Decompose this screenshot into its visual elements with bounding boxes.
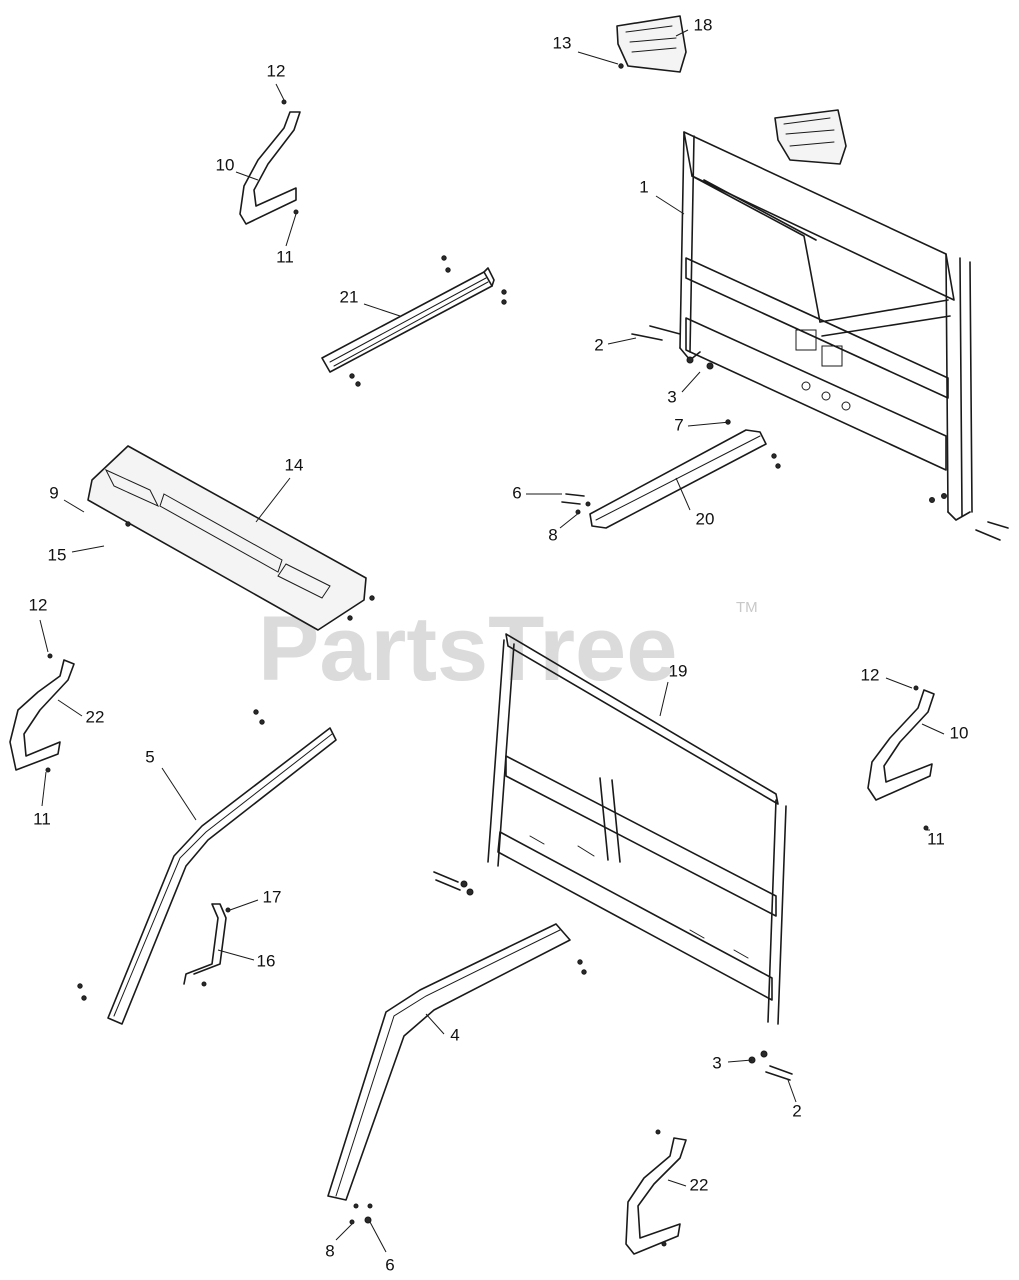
roof-panel-14[interactable] xyxy=(87,445,375,631)
callout-c1[interactable]: 1 xyxy=(639,177,648,196)
light-housing-18[interactable] xyxy=(616,15,847,165)
grab-handle-22-bottom[interactable] xyxy=(625,1129,687,1255)
callout-c12b[interactable]: 12 xyxy=(29,595,48,614)
grab-handle-10-right[interactable] xyxy=(867,685,935,831)
rear-frame-1[interactable] xyxy=(679,131,973,521)
callout-c4[interactable]: 4 xyxy=(450,1025,459,1044)
watermark-trademark: TM xyxy=(736,599,758,616)
callout-c10b[interactable]: 10 xyxy=(950,723,969,742)
leader-lines xyxy=(39,29,945,1253)
callout-c18[interactable]: 18 xyxy=(694,15,713,34)
tube-20[interactable] xyxy=(589,419,781,529)
callout-c22b[interactable]: 22 xyxy=(690,1175,709,1194)
bolts-front-left[interactable] xyxy=(433,871,474,896)
callout-c8b[interactable]: 8 xyxy=(325,1241,334,1260)
callout-c5[interactable]: 5 xyxy=(145,747,154,766)
bolts-6-8-lower[interactable] xyxy=(349,1203,373,1225)
callout-c2a[interactable]: 2 xyxy=(594,335,603,354)
bolt-2-upper[interactable] xyxy=(631,325,714,370)
callout-c16[interactable]: 16 xyxy=(257,951,276,970)
bar-5[interactable] xyxy=(77,709,337,1025)
callout-c3a[interactable]: 3 xyxy=(667,387,676,406)
callout-c8a[interactable]: 8 xyxy=(548,525,557,544)
callout-c6b[interactable]: 6 xyxy=(385,1255,394,1274)
callout-c11c[interactable]: 11 xyxy=(927,829,945,848)
callout-c11b[interactable]: 11 xyxy=(33,809,51,828)
callout-c6a[interactable]: 6 xyxy=(512,483,521,502)
bolt-2-lower[interactable] xyxy=(748,1050,793,1081)
bolts-right-bottom[interactable] xyxy=(929,493,1009,541)
callout-c22a[interactable]: 22 xyxy=(86,707,105,726)
callout-c7[interactable]: 7 xyxy=(674,415,683,434)
callout-c2b[interactable]: 2 xyxy=(792,1101,801,1120)
callout-c20[interactable]: 20 xyxy=(696,509,715,528)
callout-c15[interactable]: 15 xyxy=(48,545,67,564)
callout-c17[interactable]: 17 xyxy=(263,887,282,906)
callout-c9[interactable]: 9 xyxy=(49,483,58,502)
bolts-6-8-upper[interactable] xyxy=(561,493,591,515)
grab-handle-22-left[interactable] xyxy=(9,653,75,773)
front-frame-19[interactable] xyxy=(487,633,787,1025)
bar-4[interactable] xyxy=(327,923,587,1201)
bracket-16[interactable] xyxy=(183,903,231,987)
callout-c12a[interactable]: 12 xyxy=(267,61,286,80)
callout-c3b[interactable]: 3 xyxy=(712,1053,721,1072)
callout-c11a[interactable]: 11 xyxy=(276,247,294,266)
grab-handle-10-top[interactable] xyxy=(239,99,301,225)
crossbar-21[interactable] xyxy=(321,255,507,387)
callout-c19[interactable]: 19 xyxy=(669,661,688,680)
callout-c10a[interactable]: 10 xyxy=(216,155,235,174)
callout-c13[interactable]: 13 xyxy=(553,33,572,52)
callout-c12c[interactable]: 12 xyxy=(861,665,880,684)
callout-c21[interactable]: 21 xyxy=(340,287,359,306)
callout-c14[interactable]: 14 xyxy=(285,455,304,474)
